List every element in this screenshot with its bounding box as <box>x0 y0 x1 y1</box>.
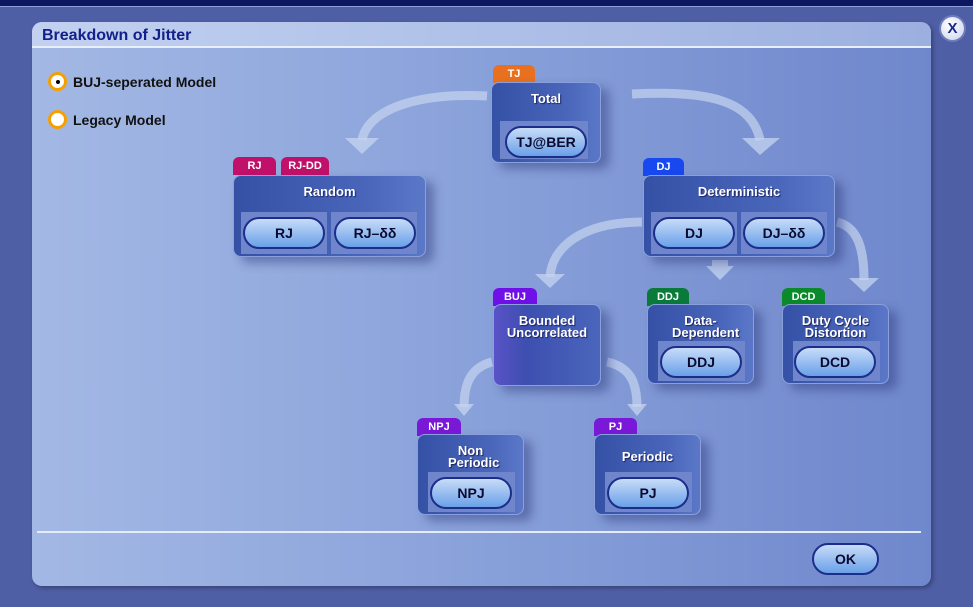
arrow-total-random <box>357 90 488 142</box>
pj-button[interactable]: PJ <box>607 477 689 509</box>
tab-ddj: DDJ <box>647 288 689 306</box>
arrowhead <box>849 278 879 292</box>
ddj-button[interactable]: DDJ <box>660 346 742 378</box>
node-data-dependent: Data-Dependent DDJ <box>647 304 754 384</box>
arrowhead <box>454 404 474 416</box>
tab-rj-dd: RJ-DD <box>281 157 329 175</box>
arrow-buj-npj <box>459 357 494 408</box>
dialog-title: Breakdown of Jitter <box>42 27 192 44</box>
radio-label: BUJ-seperated Model <box>73 73 217 90</box>
radio-selected-icon <box>48 72 67 91</box>
tab-npj: NPJ <box>417 418 461 436</box>
top-bar <box>0 0 973 7</box>
arrow-dj-dcd <box>835 217 869 281</box>
flow-arrows <box>345 88 879 416</box>
npj-button[interactable]: NPJ <box>430 477 512 509</box>
node-total: Total TJ@BER <box>491 82 601 163</box>
tab-dj: DJ <box>643 158 684 176</box>
arrowhead <box>742 138 780 155</box>
arrow-dj-buj <box>545 217 643 278</box>
tab-tj: TJ <box>493 65 535 83</box>
arrowhead <box>345 138 379 154</box>
arrow-total-deterministic <box>631 88 765 142</box>
dj-dd-button[interactable]: DJ–δδ <box>743 217 825 249</box>
arrowhead <box>535 274 565 288</box>
node-title: Bounded Uncorrelated <box>506 313 588 340</box>
node-duty-cycle-distortion: Duty Cycle Distortion DCD <box>782 304 889 384</box>
jitter-dialog: Breakdown of Jitter BUJ-seperated Model … <box>32 22 931 586</box>
arrowhead <box>627 404 647 416</box>
node-periodic: Periodic PJ <box>594 434 701 515</box>
node-title: Random <box>303 184 356 199</box>
radio-unselected-icon <box>48 110 67 129</box>
rj-dd-button[interactable]: RJ–δδ <box>334 217 416 249</box>
node-title: Duty Cycle Distortion <box>801 313 870 340</box>
dcd-button[interactable]: DCD <box>794 346 876 378</box>
node-title: Total <box>530 91 562 106</box>
radio-buj-separated-model[interactable]: BUJ-seperated Model <box>48 72 216 91</box>
node-title: Deterministic <box>697 184 781 199</box>
node-non-periodic: Non Periodic NPJ <box>417 434 524 515</box>
tab-pj: PJ <box>594 418 637 436</box>
close-button[interactable]: X <box>939 15 966 42</box>
tab-rj: RJ <box>233 157 276 175</box>
ok-button[interactable]: OK <box>812 543 879 575</box>
title-bar: Breakdown of Jitter <box>32 22 931 48</box>
divider <box>37 531 921 533</box>
tab-dcd: DCD <box>782 288 825 306</box>
arrow-buj-pj <box>605 357 642 408</box>
node-random: Random RJ RJ–δδ <box>233 175 426 257</box>
arrowhead <box>706 260 734 280</box>
tj-at-ber-button[interactable]: TJ@BER <box>505 126 587 158</box>
tab-buj: BUJ <box>493 288 537 306</box>
dj-button[interactable]: DJ <box>653 217 735 249</box>
node-title: Periodic <box>621 449 674 464</box>
radio-legacy-model[interactable]: Legacy Model <box>48 110 166 129</box>
rj-button[interactable]: RJ <box>243 217 325 249</box>
node-deterministic: Deterministic DJ DJ–δδ <box>643 175 835 257</box>
radio-label: Legacy Model <box>73 111 166 128</box>
node-bounded-uncorrelated: Bounded Uncorrelated <box>493 304 601 386</box>
node-title: Data-Dependent <box>672 313 740 340</box>
node-title: Non Periodic <box>448 443 500 470</box>
